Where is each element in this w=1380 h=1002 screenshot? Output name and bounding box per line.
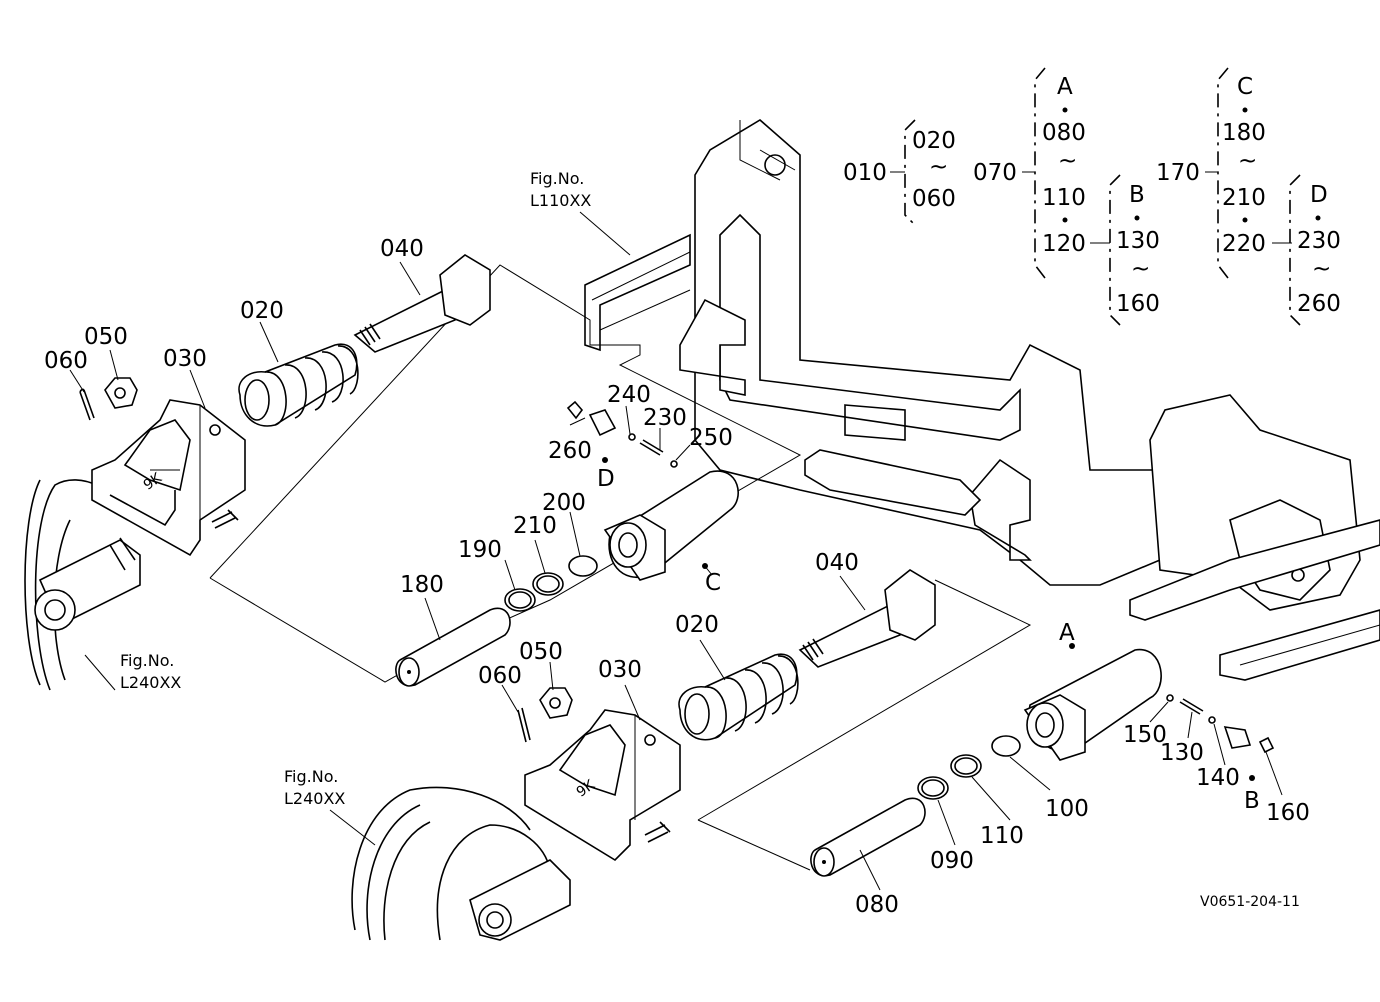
label-upper-180: 180 [400,572,444,598]
label-lower-020: 020 [675,612,719,638]
fig-ref-bottom-code: L240XX [284,789,345,808]
group-b-to: 160 [1116,291,1160,317]
callout-group-text: 010 020 ~ 060 070 A 080 ~ 110 120 B 130 … [843,74,1341,317]
label-upper-040: 040 [380,236,424,262]
group-070-tilde: ~ [1058,148,1077,174]
group-b-mark: B [1129,182,1145,208]
group-d-mark: D [1310,182,1328,208]
group-070-mid: 110 [1042,185,1086,211]
label-upper-230: 230 [643,405,687,431]
group-b-from: 130 [1116,228,1160,254]
label-lower-130: 130 [1160,740,1204,766]
upper-tension-assembly: 9K [79,254,802,687]
label-lower-mark-a: A [1059,620,1075,646]
label-upper-060: 060 [44,348,88,374]
upper-part-labels: 040 020 050 060 030 240 230 250 260 D 20… [44,236,733,598]
group-010-from: 020 [912,128,956,154]
group-170-mark-c: C [1237,74,1253,100]
figure-references: Fig.No. L110XX Fig.No. L240XX Fig.No. L2… [120,169,591,808]
label-lower-160: 160 [1266,800,1310,826]
label-upper-250: 250 [689,425,733,451]
label-lower-140: 140 [1196,765,1240,791]
group-170-mid: 210 [1222,185,1266,211]
label-upper-200: 200 [542,490,586,516]
label-upper-240: 240 [607,382,651,408]
group-d-to: 260 [1297,291,1341,317]
label-lower-080: 080 [855,892,899,918]
fig-ref-left-title: Fig.No. [120,651,174,670]
group-170-from: 180 [1222,120,1266,146]
label-lower-090: 090 [930,848,974,874]
group-010-to: 060 [912,186,956,212]
label-lower-150: 150 [1123,722,1167,748]
group-070-from: 080 [1042,120,1086,146]
lower-part-labels: 040 020 050 060 030 A 150 130 140 B 160 … [478,550,1310,918]
group-170-tilde: ~ [1238,148,1257,174]
label-upper-050: 050 [84,324,128,350]
label-lower-110: 110 [980,823,1024,849]
group-010-tilde: ~ [929,154,948,180]
label-lower-030: 030 [598,657,642,683]
fig-ref-top-title: Fig.No. [530,169,584,188]
fig-ref-bottom-title: Fig.No. [284,767,338,786]
part-010: 010 [843,160,887,186]
group-d-tilde: ~ [1312,256,1331,282]
leader-lines [69,171,1292,891]
label-upper-020: 020 [240,298,284,324]
label-upper-030: 030 [163,346,207,372]
label-upper-190: 190 [458,537,502,563]
label-lower-050: 050 [519,639,563,665]
group-070-mark-a: A [1057,74,1073,100]
callout-brackets [904,67,1321,326]
group-170-end: 220 [1222,231,1266,257]
group-070-end: 120 [1042,231,1086,257]
label-lower-100: 100 [1045,796,1089,822]
fig-ref-top-code: L110XX [530,191,591,210]
label-lower-mark-b: B [1244,788,1260,814]
idler-wheel-lower [351,786,571,941]
label-upper-mark-c: C [705,570,721,596]
group-d-from: 230 [1297,228,1341,254]
label-upper-mark-d: D [597,466,615,492]
label-lower-060: 060 [478,663,522,689]
label-lower-040: 040 [815,550,859,576]
label-upper-260: 260 [548,438,592,464]
track-frame [584,119,1380,681]
lower-tension-assembly: 9K [517,569,1275,877]
part-070: 070 [973,160,1017,186]
idler-wheel-left [24,479,141,691]
drawing-code: V0651-204-11 [1200,894,1300,910]
label-upper-210: 210 [513,513,557,539]
part-170: 170 [1156,160,1200,186]
fig-ref-left-code: L240XX [120,673,181,692]
group-b-tilde: ~ [1131,256,1150,282]
